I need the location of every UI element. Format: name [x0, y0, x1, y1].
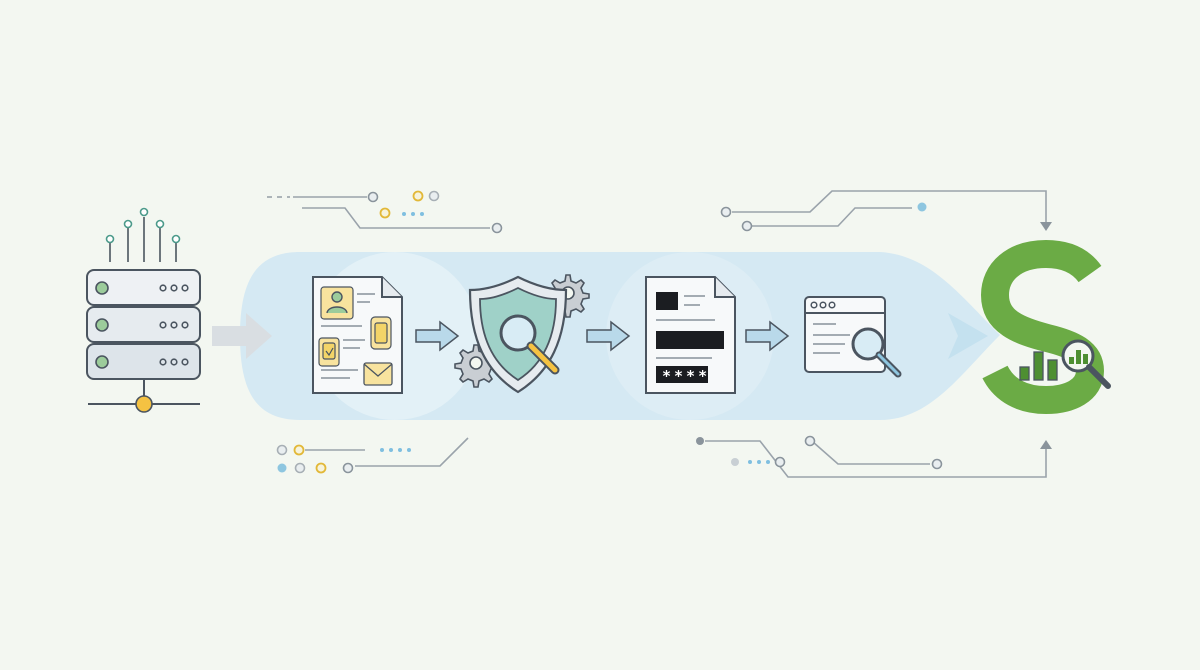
redacted-document-icon: ****	[645, 276, 736, 394]
s-logo-analytics-icon	[980, 239, 1111, 415]
shield-magnifier-gears-icon	[454, 274, 590, 394]
browser-window-search-icon	[804, 296, 902, 378]
circuit-lines-top-right	[732, 190, 1047, 227]
flow-arrow-icon	[586, 320, 631, 352]
server-stack-icon	[86, 207, 201, 413]
circuit-dots-bottom-right	[696, 435, 1052, 470]
circuit-dots-bottom-left	[276, 444, 411, 474]
flow-arrow-icon	[745, 320, 790, 352]
circuit-dots-top-right	[720, 202, 1052, 232]
source-arrow-icon	[212, 313, 272, 359]
circuit-lines-bottom-left	[305, 437, 469, 467]
circuit-lines-bottom-right	[705, 440, 1047, 478]
flow-arrow-icon	[415, 320, 460, 352]
circuit-dots-top-left	[367, 190, 503, 234]
document-pii-icon	[312, 276, 403, 394]
output-arrow-icon	[948, 313, 988, 359]
masked-value-text: ****	[662, 367, 710, 385]
circuit-lines-top-left	[267, 196, 490, 229]
